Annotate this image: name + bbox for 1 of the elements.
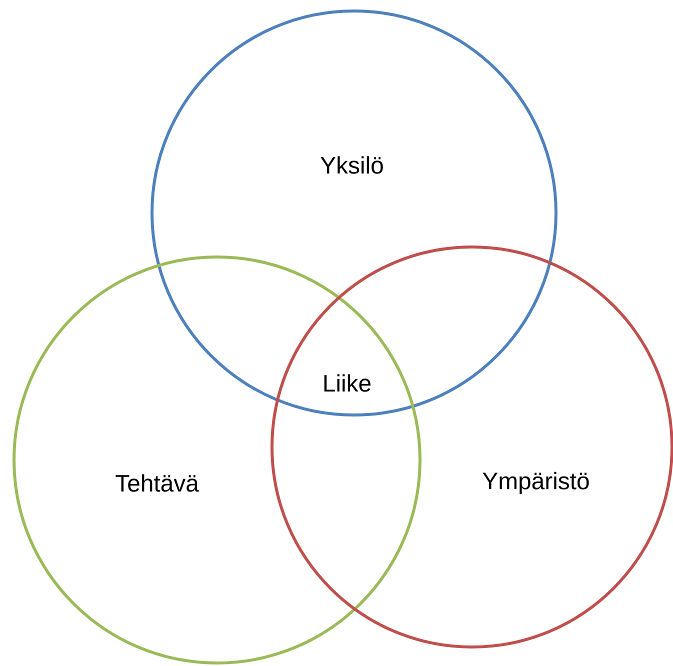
overlap-label: Liike: [324, 374, 371, 392]
